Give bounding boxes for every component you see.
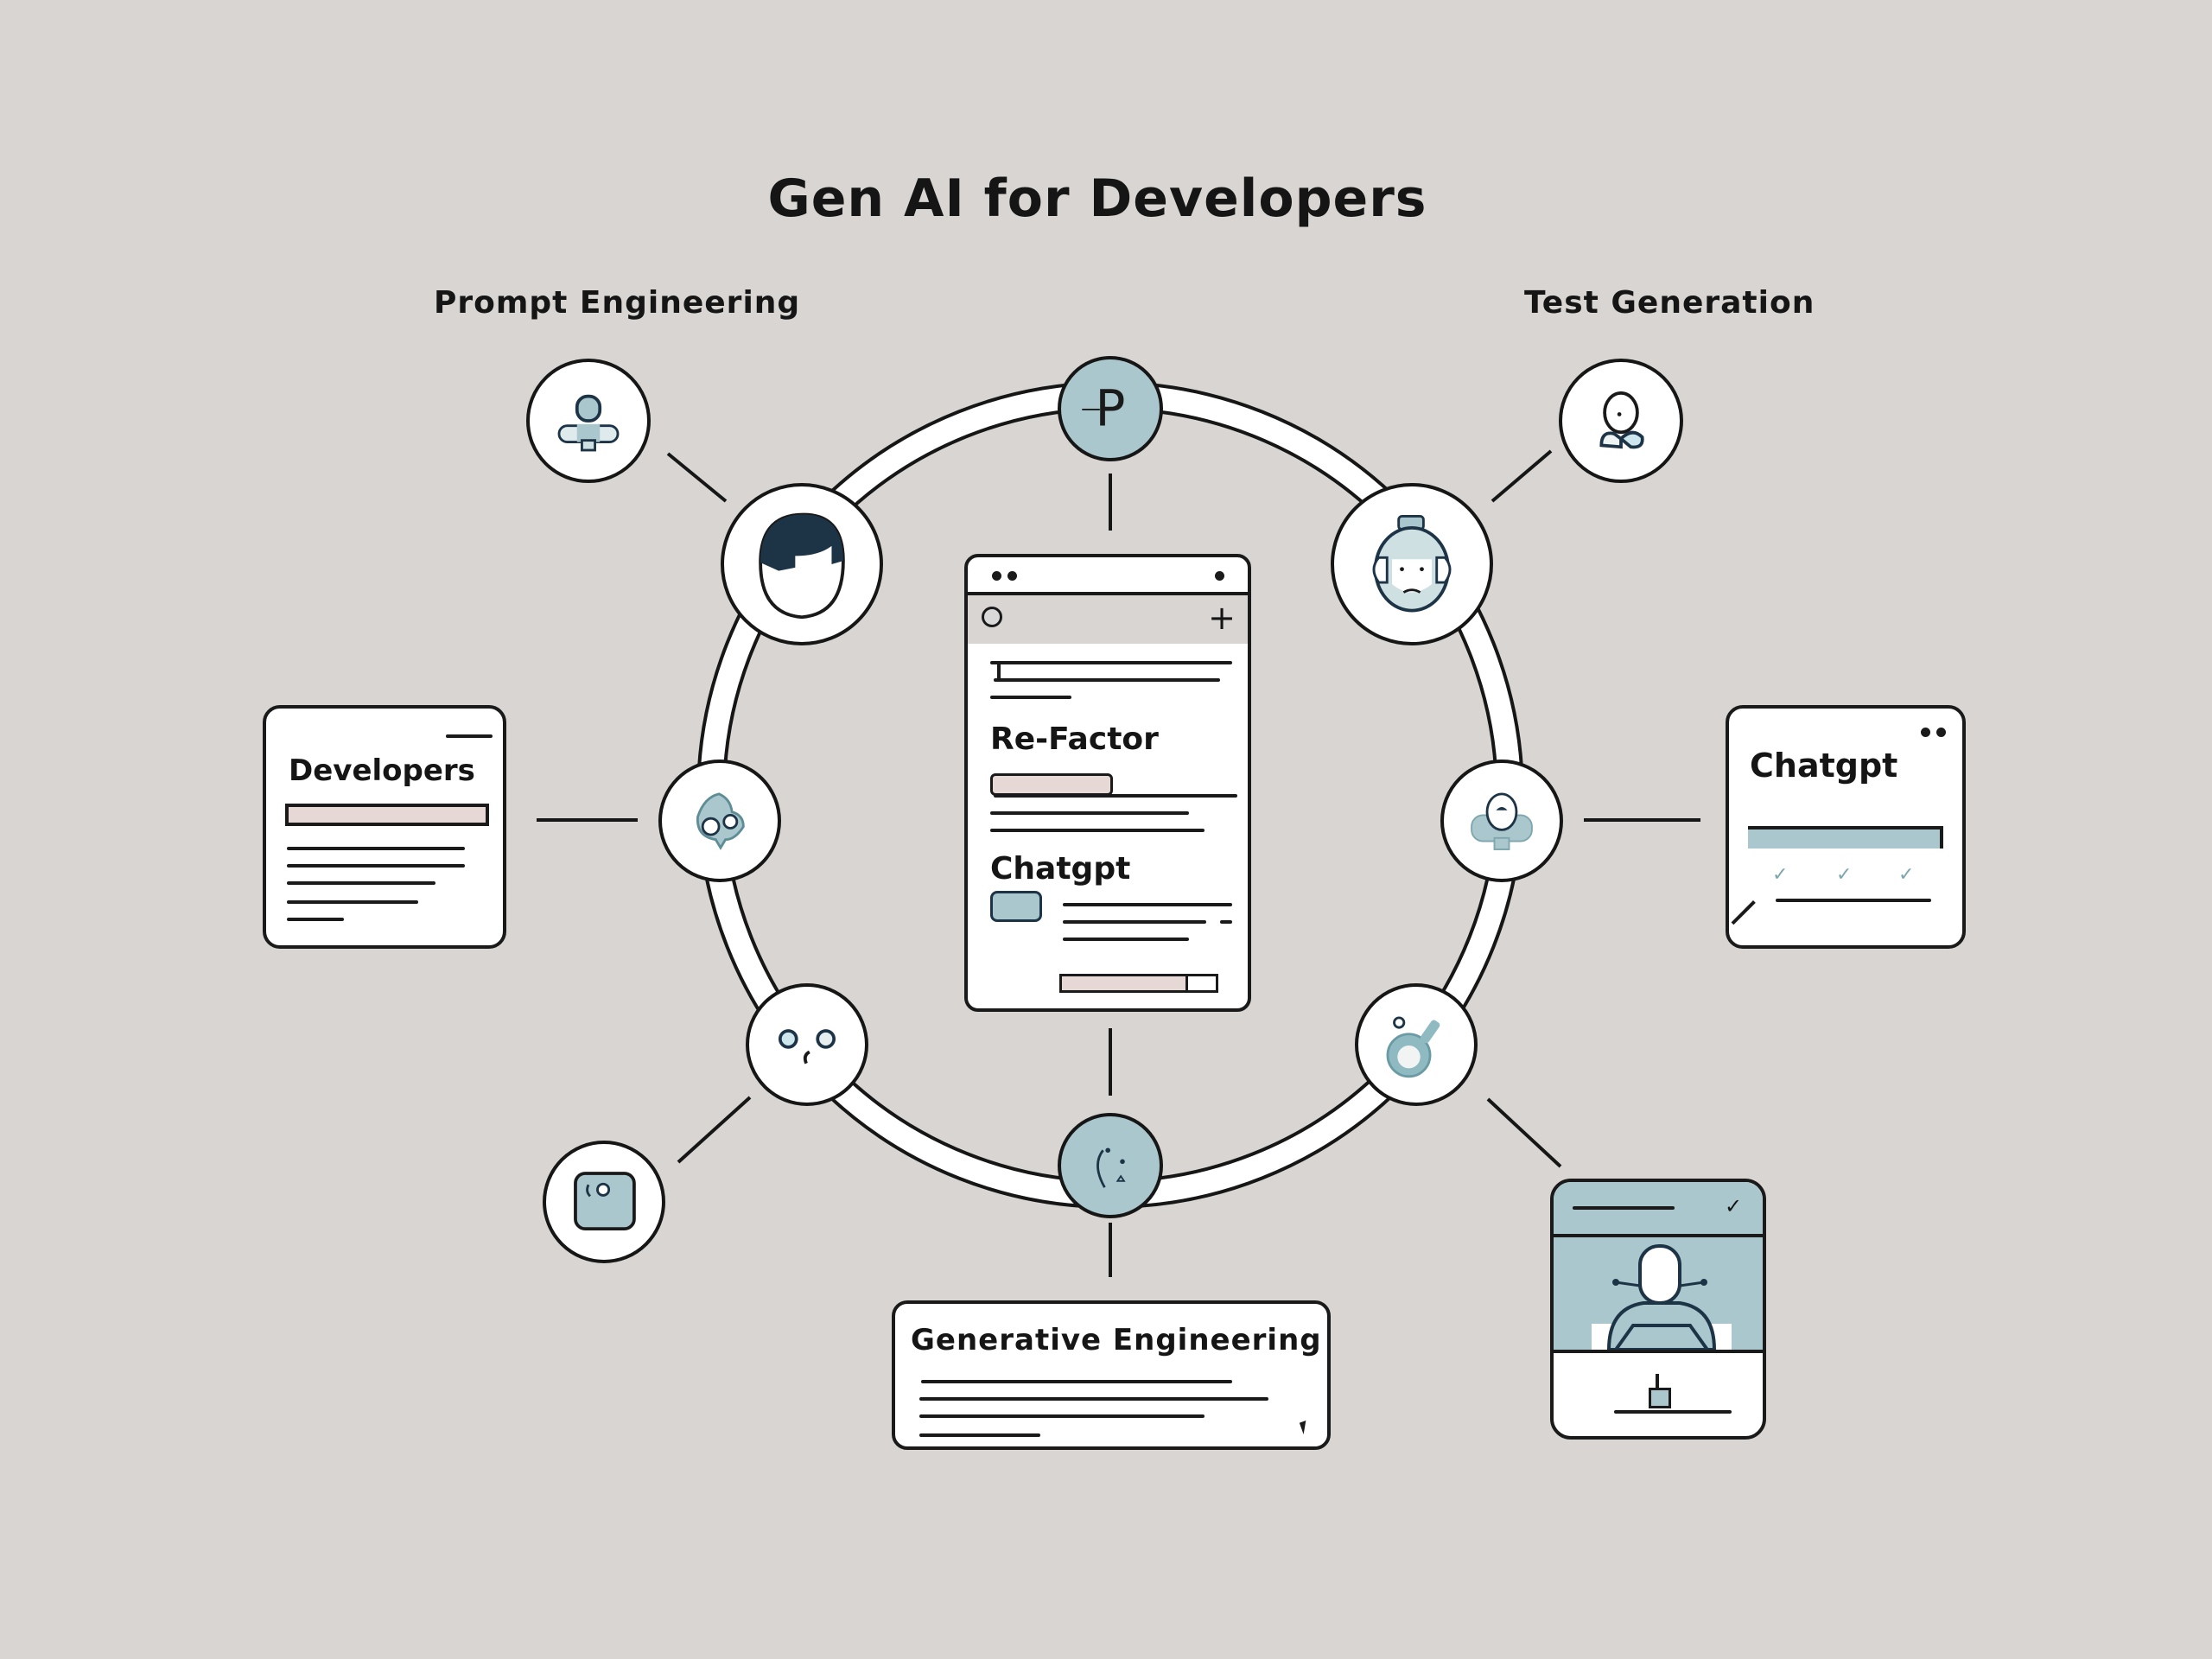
center-app-panel: + Re-Factor Chatgpt [964,554,1251,1012]
video-call-card[interactable]: ✓ [1550,1179,1766,1440]
person-bowtie-icon [1599,391,1644,449]
text-line [990,811,1189,815]
connector-prompt [666,452,728,503]
panel-toolbar: + [968,595,1248,644]
text-line [919,1433,1040,1437]
add-icon[interactable]: + [1208,599,1236,637]
text-line [994,794,1237,798]
label-prompt-engineering: Prompt Engineering [434,285,801,321]
window-dot [1215,571,1224,581]
text-line [1063,938,1189,941]
page-title: Gen AI for Developers [767,168,1427,229]
text-line [994,678,1220,682]
robot-head-icon [1372,515,1452,613]
text-line [919,1397,1268,1401]
check-icon: ✓ [1725,1194,1743,1218]
text-line [990,829,1205,832]
node-prompt-engineering[interactable] [526,359,651,483]
chip-square-icon [574,1172,636,1231]
node-ring-mid-right[interactable] [1440,760,1563,882]
node-ring-upper-left[interactable] [721,483,883,645]
progress-bar [1059,974,1218,993]
user-bust-icon [1471,792,1533,850]
node-ring-mid-left[interactable] [658,760,781,882]
check-icon: ✓ [1898,864,1915,886]
text-line [287,847,465,850]
developers-highlight-bar [285,804,489,826]
p-letter-icon: P [1082,379,1126,438]
titlebar-divider [968,592,1248,595]
face-eyes-icon [778,1029,836,1065]
text-line [287,900,418,904]
node-ring-upper-right[interactable] [1331,483,1493,645]
video-card-header: ✓ [1554,1182,1763,1237]
window-dot [1921,728,1930,737]
node-test-generation[interactable] [1559,359,1683,483]
slider-pin [1656,1374,1659,1388]
developers-card[interactable]: Developers [263,705,506,949]
window-dot [992,571,1001,581]
node-lower-left-outer[interactable] [543,1141,665,1263]
node-ring-lower-left[interactable] [746,983,868,1106]
text-line [1220,920,1232,924]
blob-creature-icon [696,792,745,850]
developer-face-icon [759,512,845,620]
person-podium-icon [557,394,620,452]
text-line [921,1380,1232,1383]
text-line [1063,903,1232,906]
text-line [287,864,465,868]
window-dot [1007,571,1017,581]
node-ring-lower-right[interactable] [1355,983,1478,1106]
heading-chatgpt: Chatgpt [990,851,1131,887]
developers-card-title: Developers [289,753,475,788]
text-line [446,734,493,738]
chatgpt-card[interactable]: Chatgpt ✓ ✓ ✓ [1726,705,1966,949]
connector-test [1491,449,1553,503]
progress-fill [1062,976,1188,990]
svg-text:P: P [1096,379,1126,438]
connector-lower-right [1486,1097,1562,1168]
chatgpt-card-title: Chatgpt [1750,747,1898,785]
text-line [1063,920,1206,924]
window-dot [1936,728,1946,737]
check-icon: ✓ [1772,864,1789,886]
crescent-face-icon [1096,1147,1126,1188]
code-chip-button[interactable] [990,891,1042,922]
generative-engineering-card[interactable]: Generative Engineering [892,1300,1331,1450]
text-line [287,881,435,885]
refactor-input-tab[interactable] [990,773,1113,796]
generative-engineering-title: Generative Engineering [911,1323,1322,1357]
text-line [990,696,1071,699]
label-test-generation: Test Generation [1524,285,1815,321]
radio-icon[interactable] [982,607,1002,627]
slider-handle[interactable] [1649,1388,1671,1408]
text-line [1573,1206,1675,1210]
node-ring-top[interactable]: P [1058,356,1163,461]
node-ring-bottom[interactable] [1058,1113,1163,1218]
connector-lower-left [677,1096,752,1164]
cursor-icon [1299,1421,1311,1434]
text-cursor [997,661,1001,680]
chatgpt-teal-bar [1748,826,1943,849]
text-line [990,661,1232,664]
slider-track[interactable] [1614,1410,1732,1414]
chart-baseline [1776,899,1931,902]
heading-refactor: Re-Factor [990,721,1159,757]
magnifier-bug-icon [1386,1016,1440,1078]
text-line [919,1414,1205,1418]
video-feed [1554,1237,1763,1353]
check-icon: ✓ [1836,864,1853,886]
chart-axis-stroke [1731,900,1756,925]
person-at-desk-icon [1592,1244,1732,1351]
text-line [287,918,344,921]
